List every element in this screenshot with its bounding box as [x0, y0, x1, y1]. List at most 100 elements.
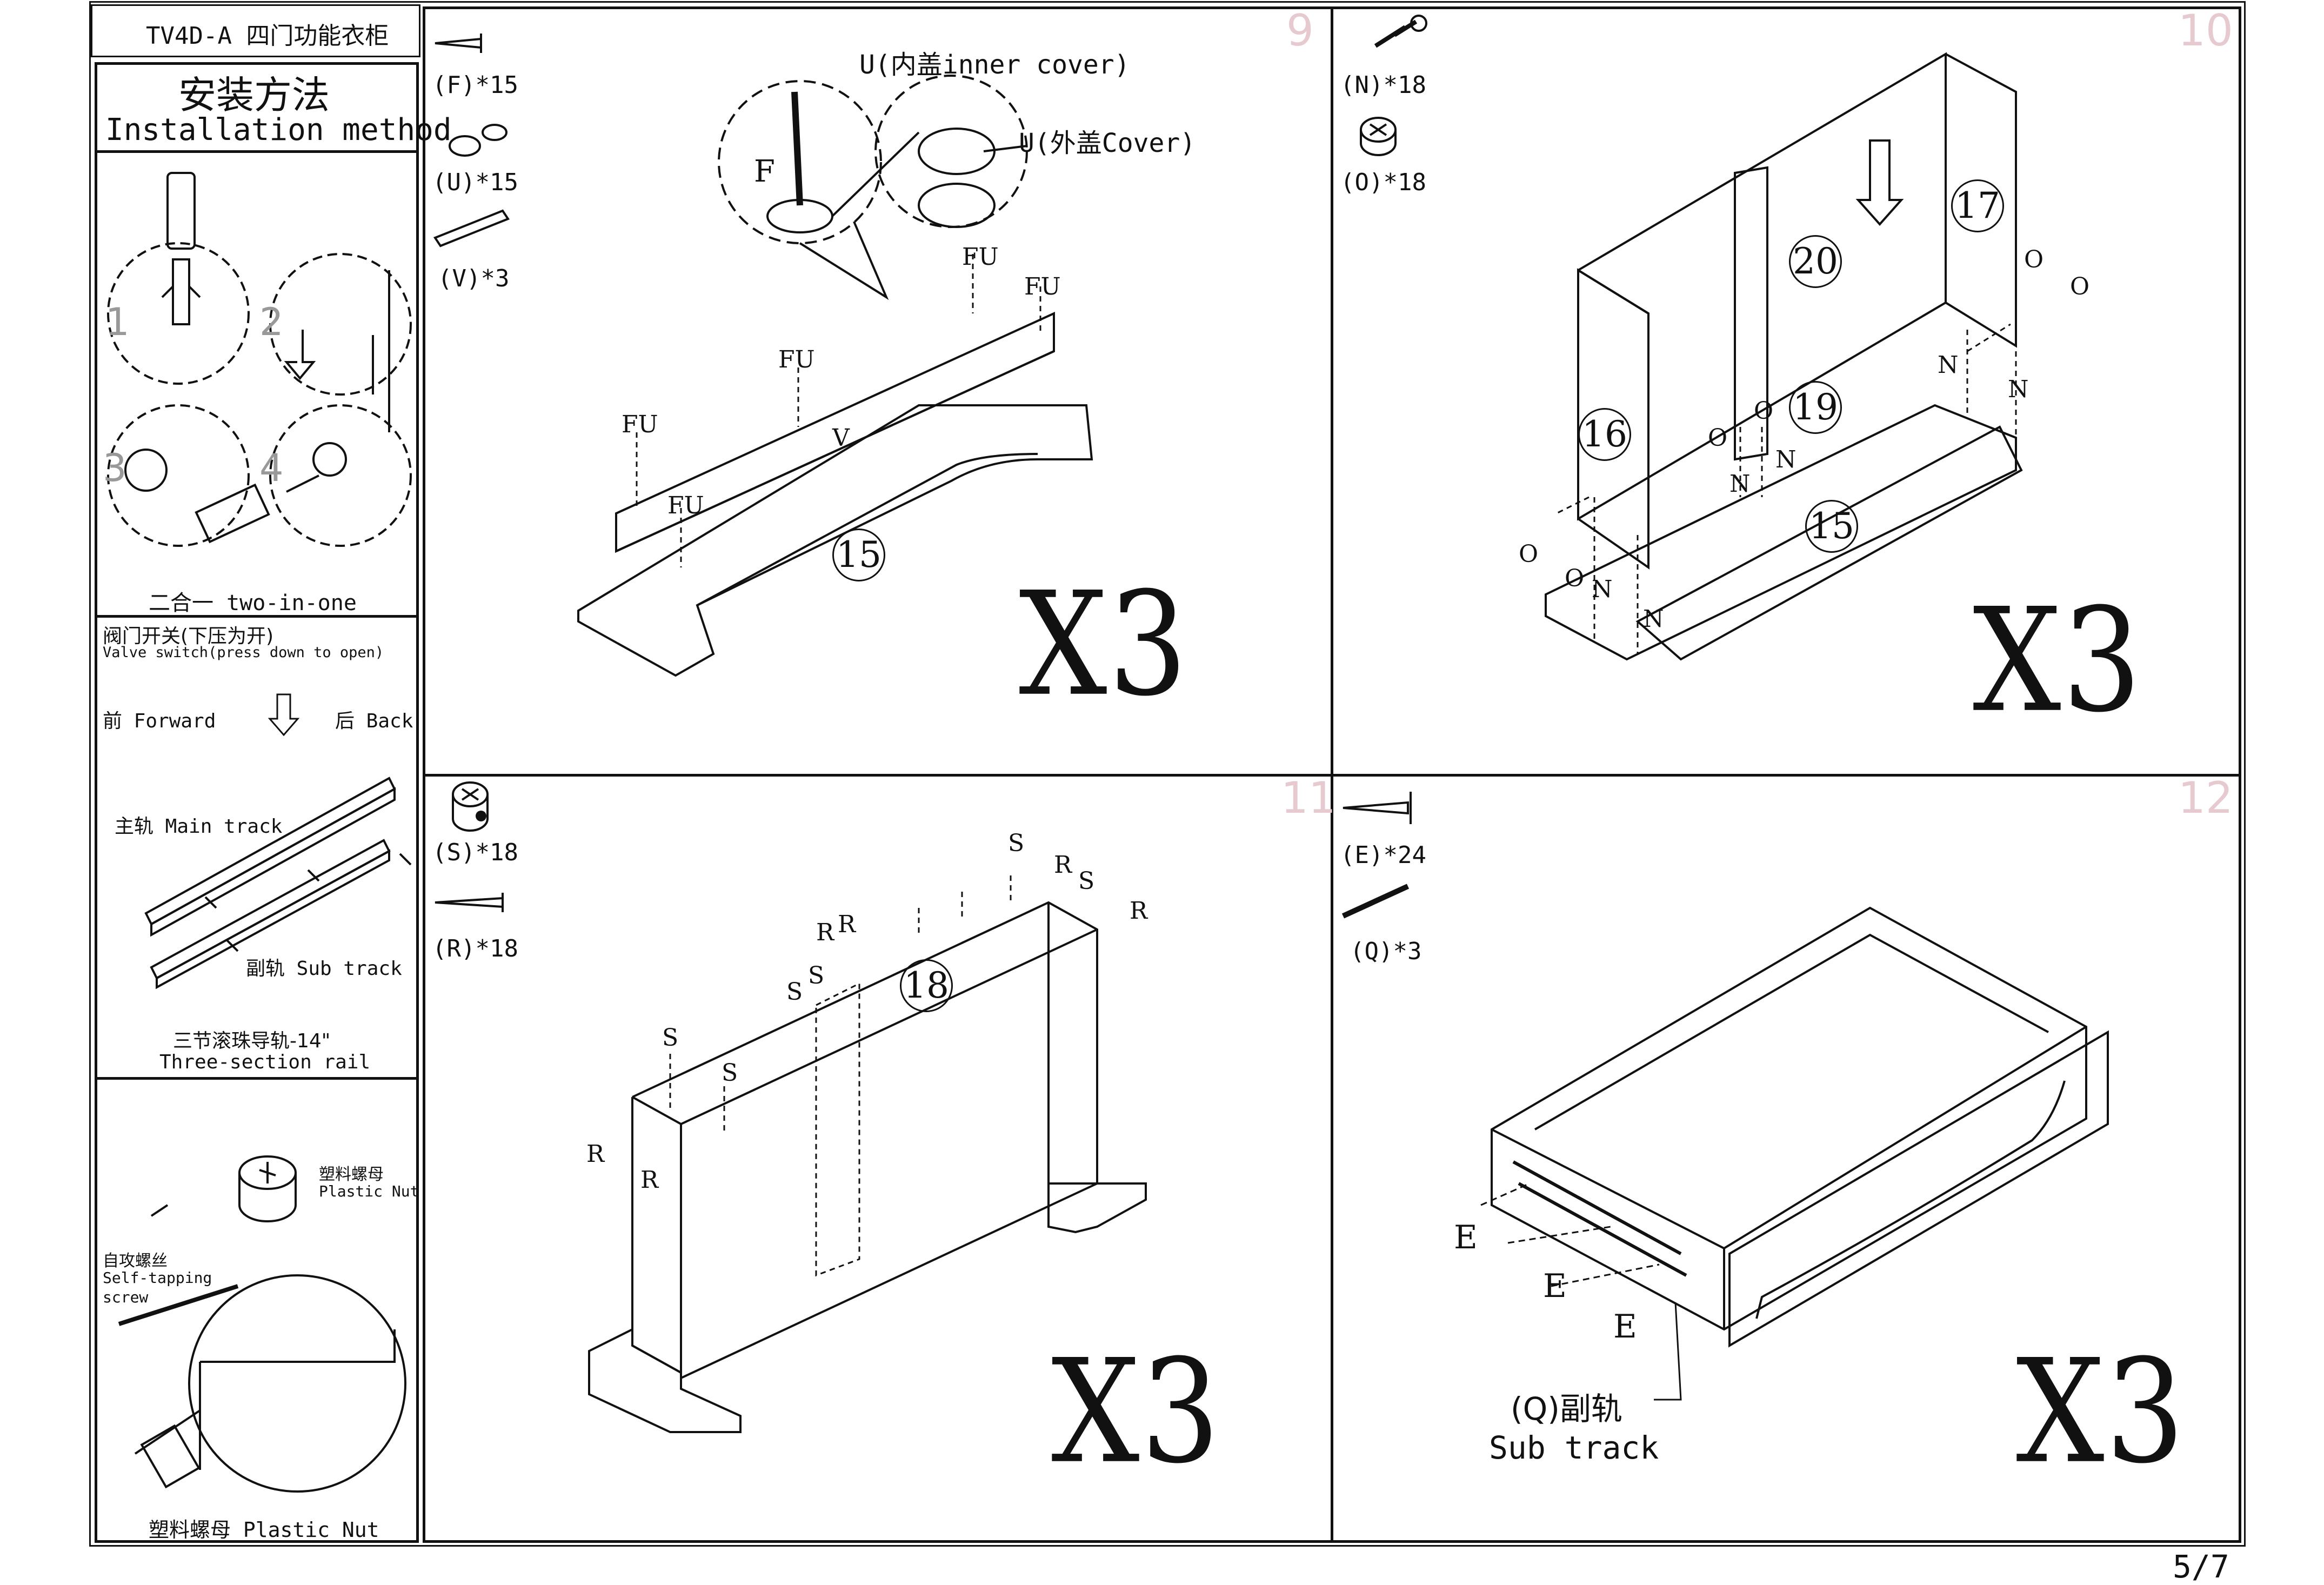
part-number-15: 15	[1805, 500, 1858, 553]
label-r: R	[1054, 851, 1072, 879]
multiplier: X3	[1051, 1329, 1221, 1496]
part-s: (S)*18	[432, 839, 518, 866]
title-cn: 安装方法	[178, 73, 330, 117]
label-fu: FU	[667, 492, 704, 519]
main-track-label: 主轨 Main track	[115, 815, 283, 838]
label-r: R	[1130, 897, 1148, 925]
part-q: (Q)*3	[1350, 938, 1422, 965]
rail-illustration	[144, 777, 412, 989]
part-number-19: 19	[1789, 381, 1842, 434]
screw-icon	[1343, 792, 1412, 824]
label-r: R	[838, 911, 856, 938]
part-o: (O)*18	[1340, 169, 1426, 196]
sub-track-label-en: Sub track	[1489, 1429, 1659, 1466]
label-o: O	[1708, 424, 1728, 452]
part-f: (F)*15	[432, 71, 518, 99]
inner-cover-label: U(内盖inner cover)	[859, 50, 1130, 80]
label-n: N	[1592, 576, 1613, 603]
step-2: 2	[259, 300, 284, 344]
label-s: S	[786, 978, 803, 1006]
step-4: 4	[259, 446, 284, 490]
part-v: (V)*3	[438, 265, 510, 292]
back-label: 后 Back	[335, 710, 413, 732]
page-number: 5/7	[2173, 1548, 2229, 1585]
divider	[95, 1077, 419, 1080]
label-o: O	[2070, 273, 2090, 300]
label-o: O	[1519, 540, 1539, 568]
model-header-box	[91, 4, 420, 57]
plastic-nut-cn: 塑料螺母	[319, 1165, 384, 1184]
plastic-nut-footer: 塑料螺母 Plastic Nut	[149, 1518, 379, 1542]
screw-icon	[435, 34, 482, 53]
step-1: 1	[105, 300, 130, 344]
sidebar-frame	[95, 62, 419, 1543]
label-s: S	[722, 1059, 738, 1087]
label-s: S	[662, 1024, 679, 1052]
outer-cover-label: U(外盖Cover)	[1019, 128, 1196, 158]
multiplier: X3	[1019, 562, 1189, 728]
part-e: (E)*24	[1340, 841, 1426, 869]
step-number: 9	[1286, 5, 1314, 56]
cam-lock-icon	[1360, 117, 1397, 156]
label-fu: FU	[778, 346, 815, 373]
label-s: S	[808, 962, 825, 989]
label-r: R	[640, 1166, 659, 1194]
part-number-15: 15	[832, 529, 885, 581]
sub-track-label-cn: (Q)副轨	[1511, 1390, 1622, 1427]
label-f: F	[754, 154, 775, 189]
step-number: 12	[2178, 773, 2233, 823]
rail-label-en: Three-section rail	[159, 1051, 371, 1073]
down-arrow-icon	[268, 693, 300, 737]
label-e: E	[1454, 1219, 1478, 1256]
label-n: N	[1643, 605, 1664, 633]
step-number: 11	[1281, 773, 1336, 823]
model-title: TV4D-A 四门功能衣柜	[146, 22, 389, 50]
panel-12	[1331, 774, 2241, 1543]
plastic-nut-illustration	[118, 1155, 406, 1493]
screw-label-en2: screw	[103, 1288, 149, 1306]
label-fu: FU	[622, 411, 658, 438]
label-o: O	[2024, 246, 2044, 273]
part-number-20: 20	[1789, 235, 1842, 288]
cover-strip-icon	[433, 209, 510, 248]
two-in-one-illustration: 1 2 3 4	[103, 172, 412, 547]
label-r: R	[586, 1140, 605, 1168]
multiplier: X3	[1973, 578, 2143, 745]
cam-bolt-icon	[1374, 15, 1427, 48]
label-o: O	[1754, 397, 1774, 425]
shelf-assembly-drawing	[577, 75, 1093, 677]
label-o: O	[1565, 565, 1585, 592]
drawer-assembly-drawing	[1480, 906, 2109, 1401]
label-fu: FU	[1024, 273, 1061, 300]
valve-label-en: Valve switch(press down to open)	[103, 644, 384, 661]
part-number-18: 18	[900, 959, 953, 1012]
cover-icon	[449, 124, 507, 157]
cam-lock-icon	[452, 781, 489, 832]
label-n: N	[2008, 376, 2029, 403]
step-3: 3	[103, 446, 127, 490]
label-v: V	[832, 424, 850, 452]
label-e: E	[1613, 1308, 1637, 1346]
title-en: Installation method	[105, 112, 452, 148]
label-r: R	[816, 919, 834, 946]
part-number-16: 16	[1578, 408, 1631, 461]
plastic-nut-en: Plastic Nut	[319, 1182, 419, 1200]
screw-label-cn: 自攻螺丝	[103, 1252, 168, 1270]
label-n: N	[1938, 351, 1959, 379]
step-number: 10	[2178, 5, 2233, 56]
valve-label-cn: 阀门开关(下压为开)	[103, 625, 274, 647]
label-e: E	[1543, 1267, 1567, 1305]
sub-track-label: 副轨 Sub track	[246, 958, 402, 980]
sub-track-icon	[1341, 884, 1410, 919]
part-u: (U)*15	[432, 169, 518, 196]
forward-label: 前 Forward	[103, 710, 216, 732]
label-n: N	[1775, 446, 1797, 473]
part-r: (R)*18	[432, 935, 518, 962]
divider	[95, 615, 419, 618]
label-s: S	[1008, 830, 1025, 857]
bolt-icon	[435, 893, 504, 912]
divider	[95, 150, 419, 153]
part-n: (N)*18	[1340, 71, 1426, 99]
part-number-17: 17	[1951, 179, 2004, 232]
screw-label-en1: Self-tapping	[103, 1269, 212, 1287]
